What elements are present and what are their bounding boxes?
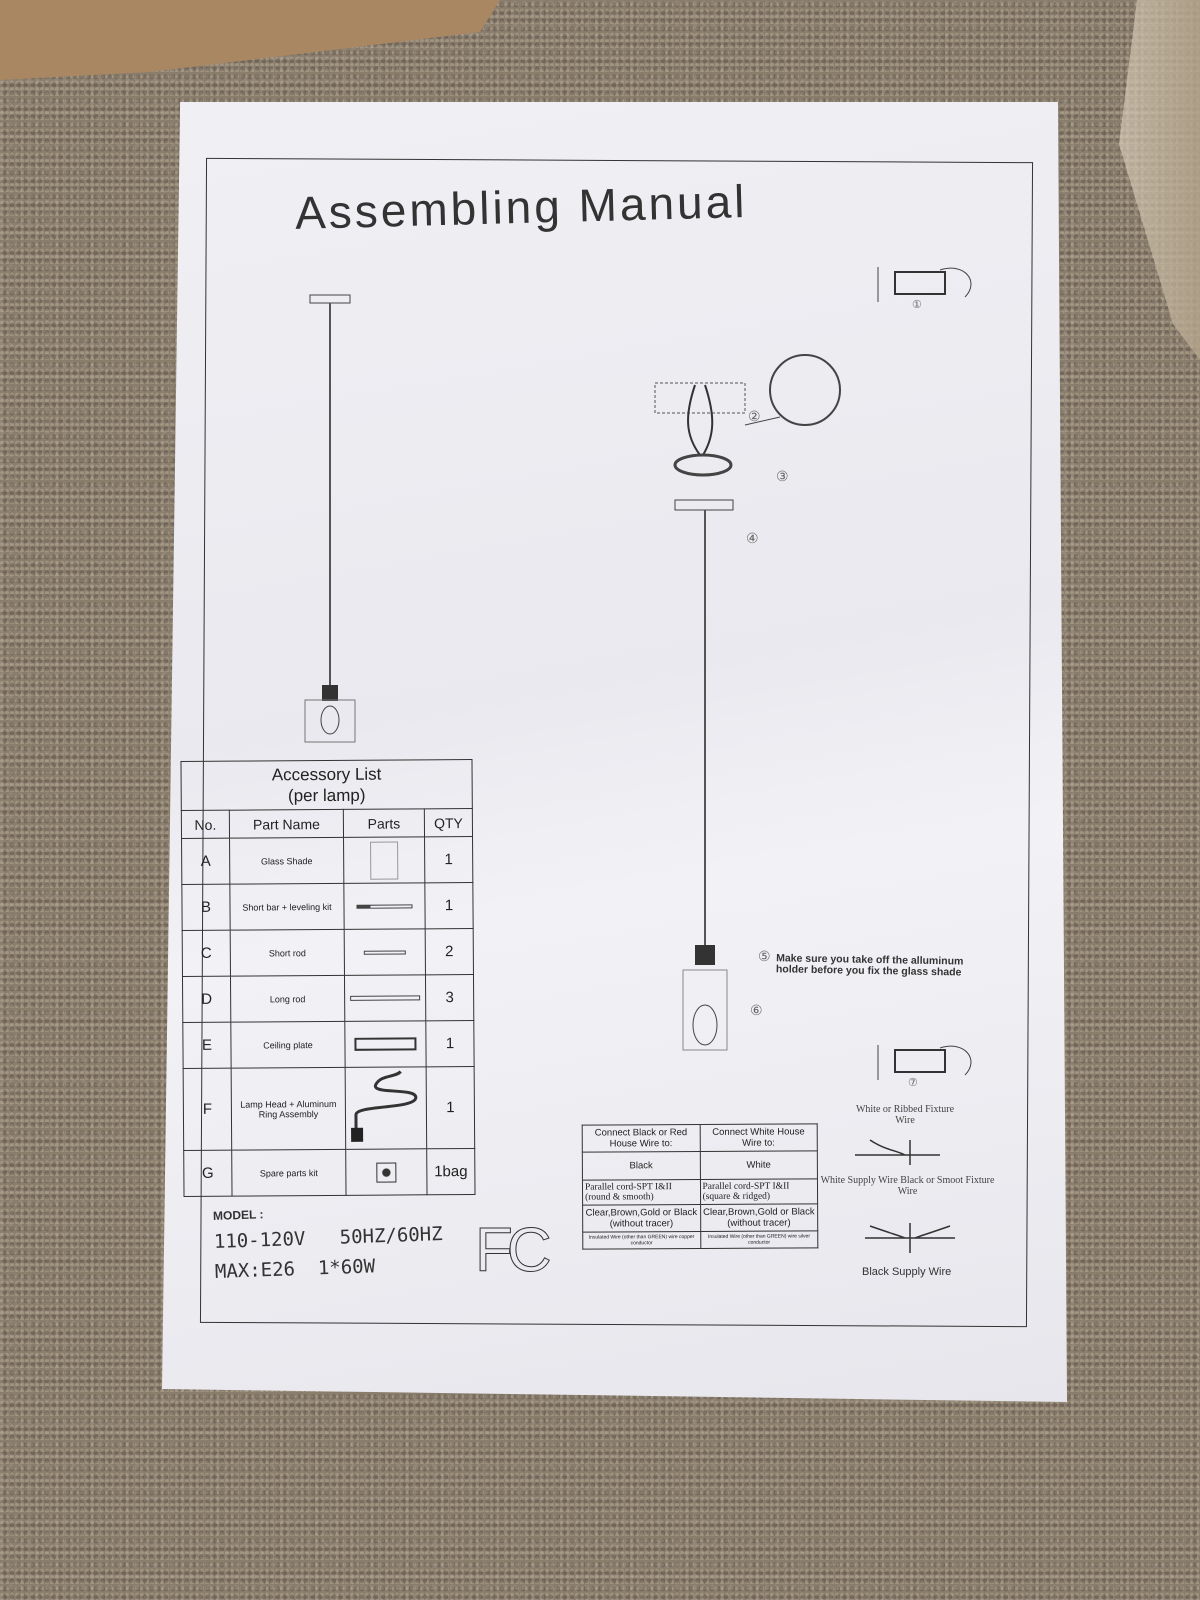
- row-name: Long rod: [230, 975, 345, 1023]
- header-white-house-wire: Connect White House Wire to:: [699, 1123, 818, 1152]
- black-supply-caption: Black Supply Wire: [862, 1266, 952, 1278]
- row-qty: 3: [425, 974, 474, 1021]
- row-name: Ceiling plate: [230, 1021, 346, 1069]
- wire-strip-up-illustration: [877, 1045, 972, 1080]
- max-bulb: MAX:E26: [214, 1258, 296, 1283]
- step-3-marker: ③: [776, 468, 789, 484]
- frequency: 50HZ/60HZ: [339, 1223, 443, 1249]
- ribbed-wire-caption: White or Ribbed Fixture Wire: [855, 1104, 955, 1126]
- wire-strip-down-illustration: [877, 267, 972, 302]
- row-name: Spare parts kit: [231, 1149, 347, 1197]
- row-qty: 2: [425, 928, 474, 975]
- cardboard-box: [0, 0, 500, 80]
- wire-cell: Parallel cord-SPT I&II (square & ridged): [699, 1178, 818, 1205]
- lamp-head-cord-icon: [345, 1066, 427, 1150]
- wire-twist-illustration-2: [865, 1223, 955, 1253]
- fcc-logo: FC: [475, 1216, 553, 1286]
- manual-sheet: [162, 102, 1067, 1402]
- row-no: G: [183, 1150, 233, 1197]
- row-name: Lamp Head + Aluminum Ring Assembly: [231, 1067, 346, 1151]
- wire-cell: Black: [582, 1151, 700, 1181]
- row-no: C: [182, 930, 231, 977]
- row-no: D: [182, 976, 231, 1023]
- row-qty: 1: [426, 1066, 475, 1149]
- short-rod-icon: [344, 928, 426, 976]
- wire-cell: Clear,Brown,Gold or Black (without trace…: [582, 1204, 701, 1233]
- header-no: No.: [181, 810, 230, 839]
- accessory-list-title: Accessory List: [271, 764, 382, 785]
- row-name: Short rod: [230, 929, 345, 977]
- header-black-house-wire: Connect Black or Red House Wire to:: [582, 1124, 700, 1153]
- wire-cell: Insulated Wire (other than GREEN) wire s…: [700, 1230, 818, 1249]
- row-qty: 1bag: [426, 1148, 476, 1195]
- step-4-marker: ④: [746, 530, 759, 546]
- row-name: Glass Shade: [229, 837, 344, 885]
- short-bar-icon: [343, 882, 426, 930]
- white-supply-caption: White Supply Wire Black or Smoot Fixture…: [820, 1175, 995, 1197]
- header-part-name: Part Name: [229, 809, 344, 839]
- step-7-marker: ⑦: [908, 1077, 918, 1089]
- ceiling-plate-icon: [344, 1020, 427, 1068]
- wire-cell: Insulated Wire (other than GREEN) wire c…: [582, 1231, 701, 1250]
- row-name: Short bar + leveling kit: [229, 883, 345, 931]
- row-qty: 1: [424, 836, 473, 883]
- step-6-marker: ⑥: [750, 1002, 763, 1018]
- spare-parts-bag-icon: [345, 1148, 428, 1196]
- step-5-marker: ⑤: [758, 948, 771, 964]
- plastic-bag: [1119, 0, 1200, 360]
- model-specs: MODEL : 110-120V 50HZ/60HZ MAX:E26 1*60W: [213, 1201, 444, 1283]
- row-no: A: [181, 838, 230, 885]
- row-qty: 1: [424, 882, 474, 929]
- row-no: B: [181, 884, 231, 931]
- accessory-list-subtitle: (per lamp): [287, 785, 366, 806]
- step-1-marker: ①: [912, 299, 922, 311]
- row-qty: 1: [425, 1020, 475, 1067]
- wire-cell: Clear,Brown,Gold or Black (without trace…: [700, 1203, 818, 1232]
- wattage: 1*60W: [317, 1255, 376, 1280]
- wire-twist-illustration-1: [855, 1139, 940, 1165]
- wire-cell: White: [699, 1150, 818, 1180]
- pendant-lamp-illustration: [304, 294, 356, 743]
- row-no: F: [183, 1068, 232, 1151]
- header-parts: Parts: [343, 808, 425, 838]
- shade-note: Make sure you take off the alluminum hol…: [775, 952, 964, 979]
- wire-cell: Parallel cord-SPT I&II (round & smooth): [582, 1179, 701, 1206]
- header-qty: QTY: [424, 808, 473, 837]
- long-rod-icon: [344, 974, 426, 1022]
- voltage: 110-120V: [213, 1227, 306, 1253]
- step-2-marker: ②: [748, 408, 761, 424]
- accessory-list-table: Accessory List(per lamp) No. Part Name P…: [180, 759, 476, 1197]
- installation-diagram: [654, 354, 841, 1051]
- row-no: E: [182, 1022, 232, 1069]
- glass-shade-icon: [343, 836, 425, 884]
- wire-connection-table: Connect Black or Red House Wire to:Conne…: [582, 1123, 819, 1250]
